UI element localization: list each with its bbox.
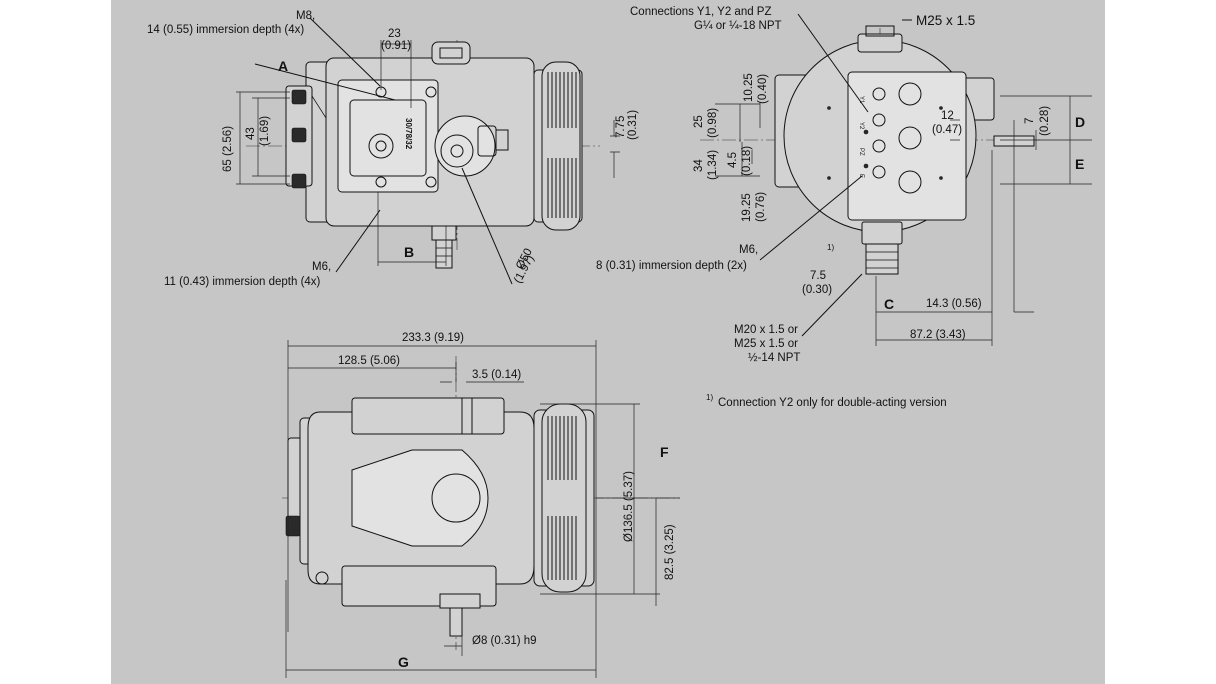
dim-12: 12: [941, 110, 954, 122]
cable-2: M25 x 1.5 or: [734, 338, 798, 350]
dim-45: 4.5: [727, 152, 739, 168]
m25-label: M25 x 1.5: [916, 13, 975, 28]
dim-75-in: (0.30): [802, 284, 832, 296]
cable-1: M20 x 1.5 or: [734, 324, 798, 336]
dim-825: 82.5 (3.25): [664, 524, 676, 580]
connections-thread-label: G¼ or ¼-18 NPT: [694, 20, 782, 32]
m6-right-label: M6,: [739, 244, 758, 256]
dim-65: 65 (2.56): [222, 126, 234, 172]
dim-43-in: (1.69): [259, 116, 271, 146]
dim-2333: 233.3 (9.19): [402, 332, 464, 344]
port-label-3: PZ: [858, 148, 864, 156]
letter-f: F: [660, 444, 669, 460]
dim-8: Ø8 (0.31) h9: [472, 635, 537, 647]
dim-775-in: (0.31): [627, 110, 639, 140]
top-right-view: [700, 13, 1092, 346]
dim-75: 7.5: [810, 270, 826, 282]
dim-872: 87.2 (3.43): [910, 329, 966, 341]
letter-d: D: [1075, 114, 1085, 130]
footnote-text: Connection Y2 only for double-acting ver…: [718, 397, 947, 409]
m8-label: M8,: [296, 10, 315, 22]
letter-g: G: [398, 654, 409, 670]
dim-25: 25: [693, 115, 705, 128]
dim-43: 43: [245, 127, 257, 140]
dim-1025: 10.25: [743, 73, 755, 102]
m6-left-depth-label: 11 (0.43) immersion depth (4x): [164, 276, 321, 288]
letter-c: C: [884, 296, 894, 312]
dim-23-in: (0.91): [381, 40, 411, 52]
dim-775: 7.75: [615, 116, 627, 138]
dim-1285: 128.5 (5.06): [338, 355, 400, 367]
dia50-in: (1.97): [512, 253, 537, 285]
port-label-1: Y1: [858, 96, 864, 104]
footnote-mark: 1): [827, 243, 834, 252]
port-label-4: E: [858, 174, 864, 178]
m6-left-label: M6,: [312, 261, 331, 273]
dim-1925: 19.25: [741, 193, 753, 222]
dim-34-in: (1.34): [707, 150, 719, 180]
labels: M8, 14 (0.55) immersion depth (4x) A 23 …: [147, 6, 1085, 670]
dim-143: 14.3 (0.56): [926, 298, 982, 310]
letter-b: B: [404, 244, 414, 260]
dim-7-in: (0.28): [1039, 106, 1051, 136]
dim-1365: Ø136.5 (5.37): [623, 471, 635, 542]
letter-e: E: [1075, 156, 1084, 172]
dim-23: 23: [388, 28, 401, 40]
letter-a: A: [278, 58, 288, 74]
dim-1025-in: (0.40): [757, 74, 769, 104]
m6-right-depth-label: 8 (0.31) immersion depth (2x): [596, 260, 747, 272]
connections-label: Connections Y1, Y2 and PZ: [630, 6, 772, 18]
cable-3: ½-14 NPT: [748, 352, 800, 364]
top-left-view: [236, 17, 620, 285]
dim-1925-in: (0.76): [755, 192, 767, 222]
dim-45-in: (0.18): [741, 146, 753, 176]
dim-12-in: (0.47): [932, 124, 962, 136]
bottom-view: [282, 340, 680, 678]
footnote-superscript: 1): [706, 393, 713, 402]
port-label-2: Y2: [858, 122, 864, 130]
dim-34: 34: [693, 159, 705, 172]
dim-35: 3.5 (0.14): [472, 369, 521, 381]
m8-depth-label: 14 (0.55) immersion depth (4x): [147, 24, 304, 36]
dim-25-in: (0.98): [707, 108, 719, 138]
plate-text: 30/78/32: [404, 118, 413, 150]
dim-7: 7: [1024, 118, 1036, 124]
